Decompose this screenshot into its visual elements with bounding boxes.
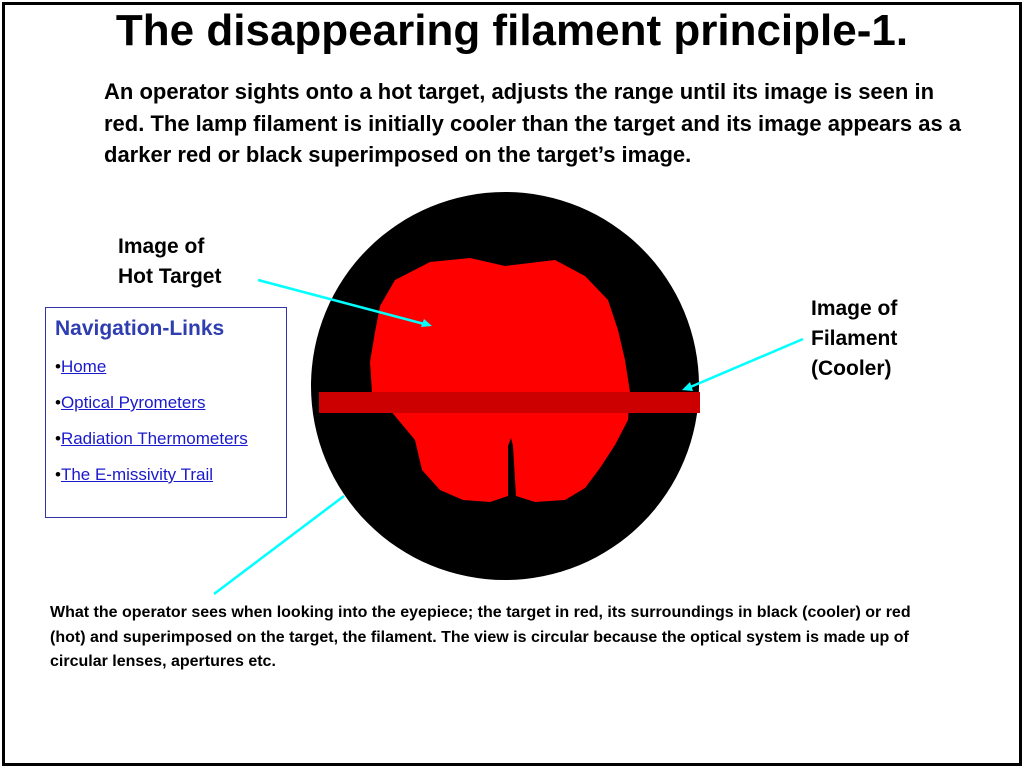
nav-item-emissivity-trail: •The E-missivity Trail: [55, 463, 278, 487]
nav-item-radiation-thermometers: •Radiation Thermometers: [55, 427, 278, 451]
caption-pointer-line: [213, 495, 345, 595]
nav-item-home: •Home: [55, 355, 278, 379]
nav-item-optical-pyrometers: •Optical Pyrometers: [55, 391, 278, 415]
bullet: •: [55, 465, 61, 484]
optical-pyrometers-link[interactable]: Optical Pyrometers: [60, 393, 206, 412]
navigation-heading: Navigation-Links: [55, 317, 225, 340]
navigation-links-box: Navigation-Links •Home •Optical Pyromete…: [45, 307, 287, 518]
bullet: •: [55, 357, 61, 376]
diagram-caption: What the operator sees when looking into…: [50, 604, 911, 670]
filament-label: Image of Filament (Cooler): [811, 297, 898, 380]
home-link[interactable]: Home: [60, 357, 107, 376]
target-pointer-arrowhead: [421, 319, 432, 327]
intro-paragraph: An operator sights onto a hot target, ad…: [104, 79, 962, 167]
emissivity-trail-link[interactable]: The E-missivity Trail: [60, 465, 214, 484]
radiation-thermometers-link[interactable]: Radiation Thermometers: [60, 429, 248, 448]
filament-pointer-arrowhead: [682, 382, 693, 391]
bullet: •: [55, 429, 61, 448]
hot-target-image: [370, 258, 630, 502]
hot-target-label: Image of Hot Target: [118, 235, 222, 288]
filament-image: [319, 392, 700, 413]
slide-title: The disappearing filament principle-1.: [115, 6, 909, 55]
target-pointer-line: [257, 278, 429, 327]
bullet: •: [55, 393, 61, 412]
filament-pointer-line: [687, 337, 804, 390]
